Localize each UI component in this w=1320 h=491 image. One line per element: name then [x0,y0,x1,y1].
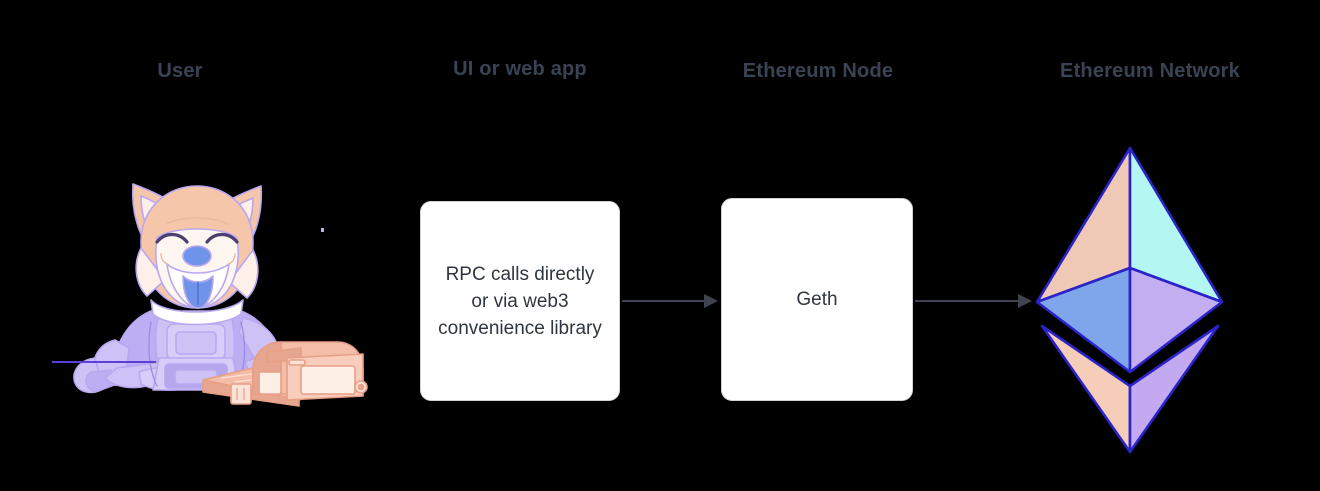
ethereum-diamond-logo [1030,140,1230,460]
ethereum-logo-icon [1035,146,1224,454]
eth-facet-lower-right [1128,324,1220,454]
column-header-user: User [157,60,203,82]
shiba-inu-astronaut-icon [73,183,368,407]
arrowhead-icon [1018,294,1032,308]
node-box-web-app[interactable]: RPC calls directly or via web3 convenien… [420,201,620,401]
column-header-ethereum-network: Ethereum Network [1060,60,1240,82]
eth-facet-mid-right [1128,266,1224,374]
column-header-ui-or-web-app: UI or web app [453,58,587,80]
connector-webapp-to-node [622,293,718,309]
node-box-geth-label: Geth [796,289,838,310]
stray-pixel-dot [321,228,324,232]
connector-shaft [622,300,705,302]
node-box-web-app-label: RPC calls directly or via web3 convenien… [438,263,602,339]
shiba-inu-astronaut-illustration [55,172,368,407]
connector-shaft [915,300,1019,302]
column-header-ethereum-node: Ethereum Node [742,60,894,82]
arrowhead-icon [704,294,718,308]
connector-node-to-network [915,293,1032,309]
desk-line [52,361,156,363]
node-box-geth[interactable]: Geth [721,198,913,401]
